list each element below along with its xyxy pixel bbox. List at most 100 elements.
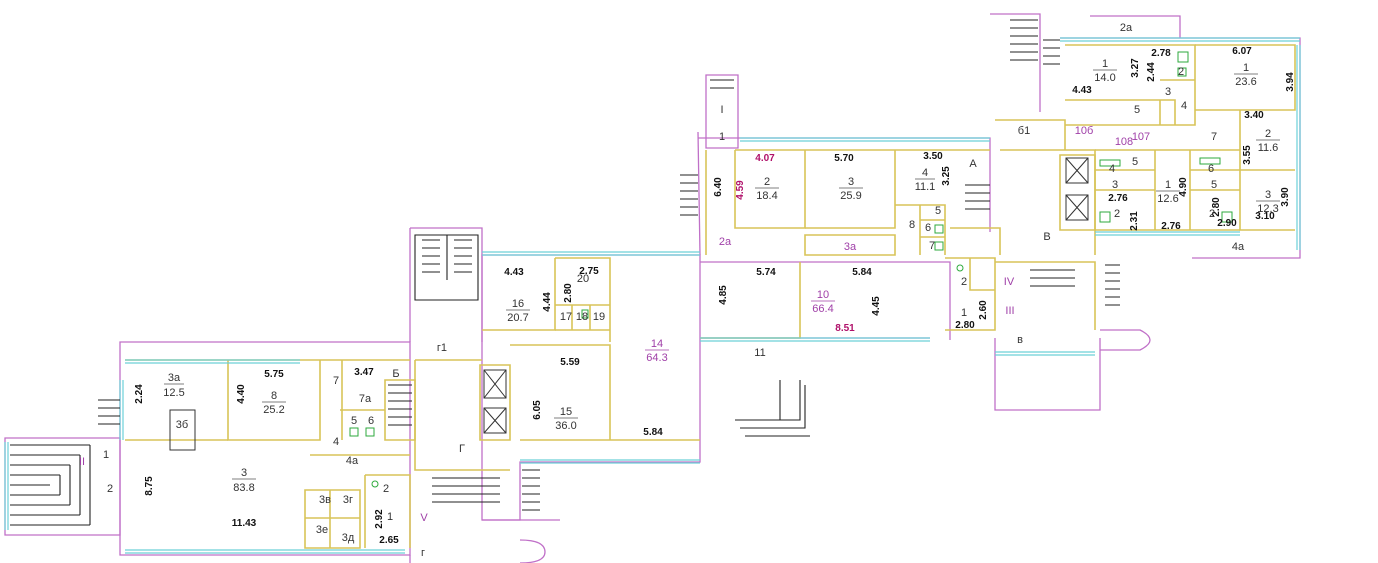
room-1ne-num: 1 [1243, 62, 1249, 74]
label: 4а [346, 455, 359, 467]
label: Г [459, 443, 465, 455]
dim: 5.75 [264, 369, 284, 380]
label: 2а [719, 236, 732, 248]
zone-labels: II 1 2 3б 7 7а Б 5 6 4 4а 3в 3г 3е 3д 1 … [79, 22, 1245, 559]
label: 7а [359, 393, 372, 405]
room-1nw-area: 14.0 [1094, 72, 1115, 84]
label: 6 [1208, 163, 1214, 175]
label: 7 [333, 375, 339, 387]
label: г1 [437, 342, 447, 354]
room-14-area: 64.3 [646, 352, 667, 364]
label: б1 [1018, 125, 1030, 137]
dim: 3.94 [1285, 72, 1296, 92]
label: 2 [1114, 208, 1120, 220]
dim: 2.90 [1217, 218, 1237, 229]
dim: 4.43 [504, 267, 524, 278]
room-10-area: 66.4 [812, 303, 833, 315]
dim: 4.85 [718, 285, 729, 305]
dim: 8.75 [144, 476, 155, 496]
room-3e-num: 3 [1265, 189, 1271, 201]
label: в [1017, 334, 1023, 346]
lifts [169, 157, 1089, 451]
dim: 3.25 [941, 166, 952, 186]
dim: 2.24 [134, 384, 145, 404]
label: 4 [1181, 100, 1187, 112]
label: 6 [368, 415, 374, 427]
room-labels: 3а 12.5 8 25.2 3 83.8 16 20.7 15 36.0 14… [163, 58, 1280, 494]
label: 107 [1132, 131, 1150, 143]
dim: 5.84 [852, 267, 872, 278]
label: 4а [1232, 241, 1245, 253]
label: 2 [383, 483, 389, 495]
room-15-area: 36.0 [555, 420, 576, 432]
room-14-num: 14 [651, 338, 663, 350]
dim: 2.76 [1108, 193, 1128, 204]
label: 4 [333, 436, 339, 448]
room-4m-num: 4 [922, 167, 928, 179]
dim: 2.76 [1161, 221, 1181, 232]
label: 108 [1115, 136, 1133, 148]
stairs [10, 19, 1120, 526]
label: 3б [176, 419, 188, 431]
fixtures [349, 51, 1233, 488]
dim: 11.43 [232, 518, 257, 529]
label: 5 [351, 415, 357, 427]
dim: 2.80 [955, 320, 975, 331]
dim: 2.65 [379, 535, 399, 546]
room-16-num: 16 [512, 298, 524, 310]
room-3-area: 83.8 [233, 482, 254, 494]
label: 18 [576, 311, 588, 323]
label: 1 [719, 131, 725, 143]
dim: 3.50 [923, 151, 943, 162]
dim: 4.44 [542, 292, 553, 312]
room-8-area: 25.2 [263, 404, 284, 416]
dim: 3.27 [1130, 58, 1141, 78]
label: 6 [925, 222, 931, 234]
label: 19 [593, 311, 605, 323]
dim: 2.31 [1129, 211, 1140, 231]
room-8-num: 8 [271, 390, 277, 402]
dim: 3.47 [354, 367, 374, 378]
dimensions: 2.24 4.40 5.75 3.47 8.75 11.43 2.92 2.65… [134, 46, 1296, 546]
room-1c-num: 1 [1165, 179, 1171, 191]
dim: 4.90 [1178, 177, 1189, 197]
room-4m-area: 11.1 [915, 181, 936, 193]
label: I [720, 104, 723, 116]
dim: 3.10 [1255, 211, 1275, 222]
label: II [79, 456, 85, 468]
label: 2 [107, 483, 113, 495]
room-3a-num: 3а [168, 372, 181, 384]
label: 8 [909, 219, 915, 231]
room-10-num: 10 [817, 289, 829, 301]
label: IV [1004, 276, 1015, 288]
room-1c-area: 12.6 [1157, 193, 1178, 205]
label: 1 [103, 449, 109, 461]
label: 5 [1132, 156, 1138, 168]
label: А [969, 158, 977, 170]
dim: 4.43 [1072, 85, 1092, 96]
dim: 2.75 [579, 266, 599, 277]
dim: 2.78 [1151, 48, 1171, 59]
dim: 6.40 [713, 177, 724, 197]
label: III [1005, 305, 1014, 317]
label: В [1043, 231, 1050, 243]
dim: 2.80 [563, 283, 574, 303]
dim: 6.05 [532, 400, 543, 420]
label: 7 [929, 240, 935, 252]
room-1ne-area: 23.6 [1235, 76, 1256, 88]
label: 17 [560, 311, 572, 323]
label: 3д [342, 532, 355, 544]
dim-highlight: 8.51 [835, 323, 855, 334]
room-3a-area: 12.5 [163, 387, 184, 399]
label: 2а [1120, 22, 1133, 34]
label: 5 [935, 205, 941, 217]
label: 1 [387, 511, 393, 523]
windows [4, 37, 1301, 554]
label: 3е [316, 524, 328, 536]
label: 2 [1178, 66, 1184, 78]
room-3m-area: 25.9 [840, 190, 861, 202]
label: 3а [844, 241, 857, 253]
dim: 6.07 [1232, 46, 1252, 57]
dim-highlight: 4.59 [735, 180, 746, 200]
